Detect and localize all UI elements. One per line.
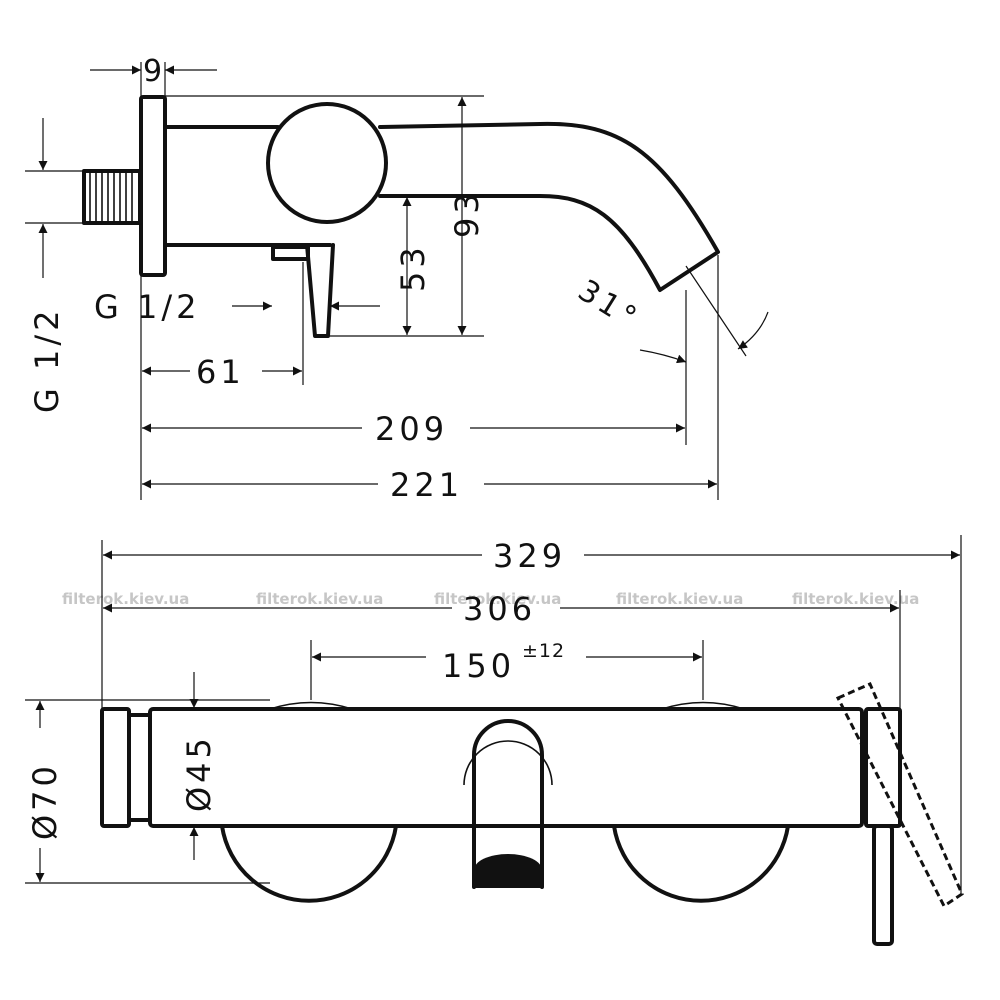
watermark-3: filterok.kiev.ua <box>434 590 561 608</box>
wall-plate <box>139 95 167 277</box>
end-cap-left <box>100 707 131 828</box>
dim-angle: 31° <box>572 273 646 337</box>
end-cap-left-inner <box>127 713 152 822</box>
dim-209: 209 <box>375 410 448 448</box>
spout <box>378 121 720 292</box>
end-cap-right <box>864 707 902 828</box>
spout-top <box>472 719 544 889</box>
eccentric-right-lower <box>612 824 790 903</box>
dim-61: 61 <box>196 353 245 391</box>
mixer-body <box>163 125 332 247</box>
lever-alt-position <box>835 682 964 909</box>
watermark-4: filterok.kiev.ua <box>616 590 743 608</box>
lever-handle <box>872 824 894 946</box>
spout-outlet-line <box>675 254 713 280</box>
dim-thread-inlet: G 1/2 <box>28 307 66 413</box>
top-view: 329 306 150 ±12 Ø70 Ø45 <box>25 535 964 946</box>
dim-150-tolerance: ±12 <box>522 640 565 662</box>
watermark-1: filterok.kiev.ua <box>62 590 189 608</box>
eccentric-right-upper <box>661 701 745 710</box>
dim-306: 306 <box>463 590 536 628</box>
dim-221: 221 <box>390 466 463 504</box>
angle-reference-line <box>685 265 747 357</box>
diverter-lever <box>305 243 335 338</box>
dim-9: 9 <box>143 54 166 89</box>
eccentric-left-lower <box>220 824 398 903</box>
watermark-2: filterok.kiev.ua <box>256 590 383 608</box>
watermark-5: filterok.kiev.ua <box>792 590 919 608</box>
dim-329: 329 <box>493 537 566 575</box>
dim-150: 150 <box>442 647 515 685</box>
diverter-base <box>271 245 310 261</box>
dim-dia-45: Ø45 <box>180 734 218 812</box>
dim-53: 53 <box>394 243 432 292</box>
dim-thread-spout: G 1/2 <box>94 288 200 326</box>
handle-knob <box>266 102 388 224</box>
eccentric-left-upper <box>269 701 353 710</box>
dim-93: 93 <box>448 189 486 238</box>
dim-dia-70: Ø70 <box>26 762 64 840</box>
watermark-row: filterok.kiev.ua filterok.kiev.ua filter… <box>62 590 919 608</box>
mixer-body-top <box>148 707 864 828</box>
threaded-inlet <box>82 169 142 225</box>
side-view: 9 93 53 G 1/2 G 1/2 31° 61 209 221 <box>25 54 769 504</box>
